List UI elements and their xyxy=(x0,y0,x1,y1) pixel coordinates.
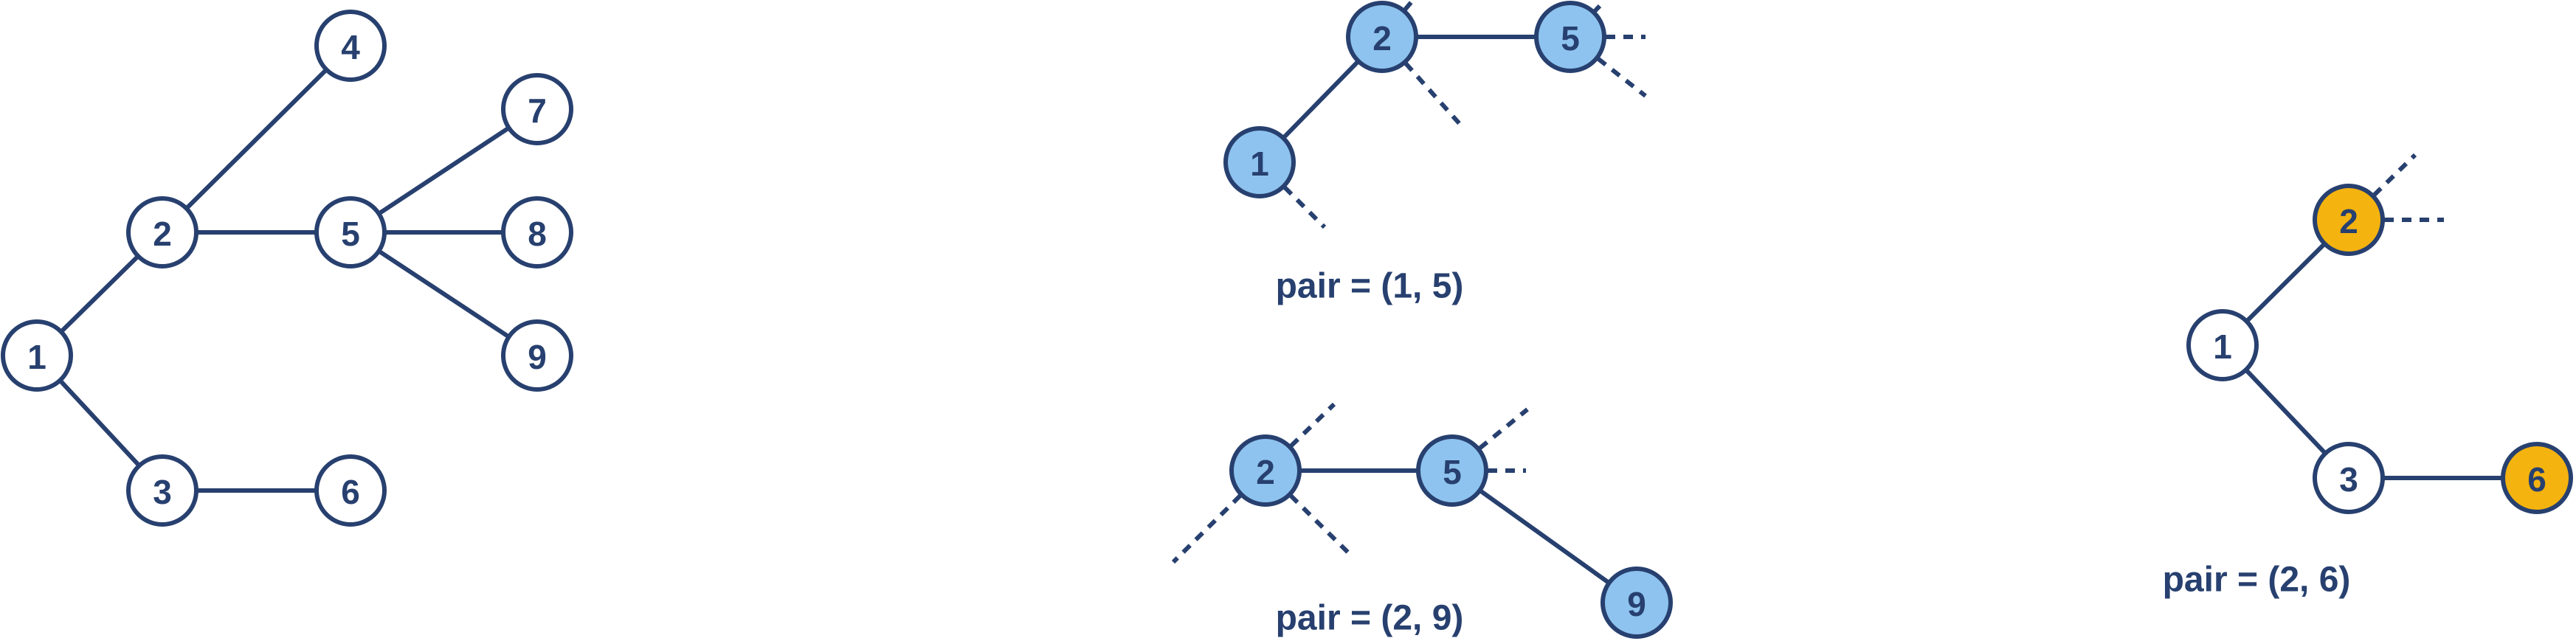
pair-label: pair = (2, 6) xyxy=(2163,561,2351,600)
node-9: 9 xyxy=(501,319,573,392)
node-label: 5 xyxy=(341,215,360,253)
node-label: 5 xyxy=(1443,453,1462,491)
node-2: 2 xyxy=(2313,184,2385,256)
node-label: 6 xyxy=(341,473,360,511)
node-label: 1 xyxy=(27,338,46,376)
node-9: 9 xyxy=(1600,566,1673,639)
edge-5-9 xyxy=(348,230,539,358)
full-tree: 1 2 3 4 5 6 7 8 xyxy=(1,10,573,527)
node-label: 2 xyxy=(1372,19,1392,58)
node-5: 5 xyxy=(1416,434,1488,507)
node-label: 1 xyxy=(1250,145,1269,183)
node-label: 1 xyxy=(2213,328,2232,366)
pair-label: pair = (2, 9) xyxy=(1276,599,1464,638)
node-label: 8 xyxy=(528,215,547,253)
pair-label: pair = (1, 5) xyxy=(1276,267,1464,306)
node-2: 2 xyxy=(126,196,198,268)
node-2: 2 xyxy=(1346,1,1418,73)
edge-2-4 xyxy=(160,44,353,235)
node-7: 7 xyxy=(501,73,573,145)
dangling-edge xyxy=(1263,402,1336,473)
node-6: 6 xyxy=(314,454,387,527)
node-1: 1 xyxy=(2186,309,2259,381)
node-3: 3 xyxy=(126,454,198,527)
node-2: 2 xyxy=(1229,434,1302,507)
dangling-edge xyxy=(1257,160,1327,229)
node-6: 6 xyxy=(2501,442,2573,514)
dangling-edge xyxy=(1569,35,1647,98)
node-3: 3 xyxy=(2313,442,2385,514)
node-label: 5 xyxy=(1561,19,1580,58)
node-label: 2 xyxy=(2339,202,2358,240)
node-1: 1 xyxy=(1223,126,1296,198)
node-label: 7 xyxy=(528,91,547,130)
node-5: 5 xyxy=(1534,1,1606,73)
dangling-edge xyxy=(2347,153,2417,222)
subgraph-pair-2-6: 2 1 3 6 pair = (2, 6) xyxy=(2163,153,2573,600)
node-label: 4 xyxy=(341,28,360,66)
edge-5-9 xyxy=(1450,468,1639,605)
subgraph-pair-1-5: 1 2 5 pair = (1, 5) xyxy=(1223,0,1647,306)
edge-5-7 xyxy=(348,107,539,235)
node-8: 8 xyxy=(501,196,573,268)
node-5: 5 xyxy=(314,196,387,268)
node-label: 2 xyxy=(1256,453,1275,491)
subgraph-pair-2-9: 2 5 9 pair = (2, 9) xyxy=(1171,402,1673,639)
node-label: 2 xyxy=(153,215,172,253)
node-1: 1 xyxy=(1,319,73,392)
node-4: 4 xyxy=(314,10,387,82)
node-label: 3 xyxy=(153,473,172,511)
node-label: 6 xyxy=(2527,460,2546,499)
node-label: 3 xyxy=(2339,460,2358,499)
node-label: 9 xyxy=(528,338,547,376)
node-label: 9 xyxy=(1627,585,1646,623)
